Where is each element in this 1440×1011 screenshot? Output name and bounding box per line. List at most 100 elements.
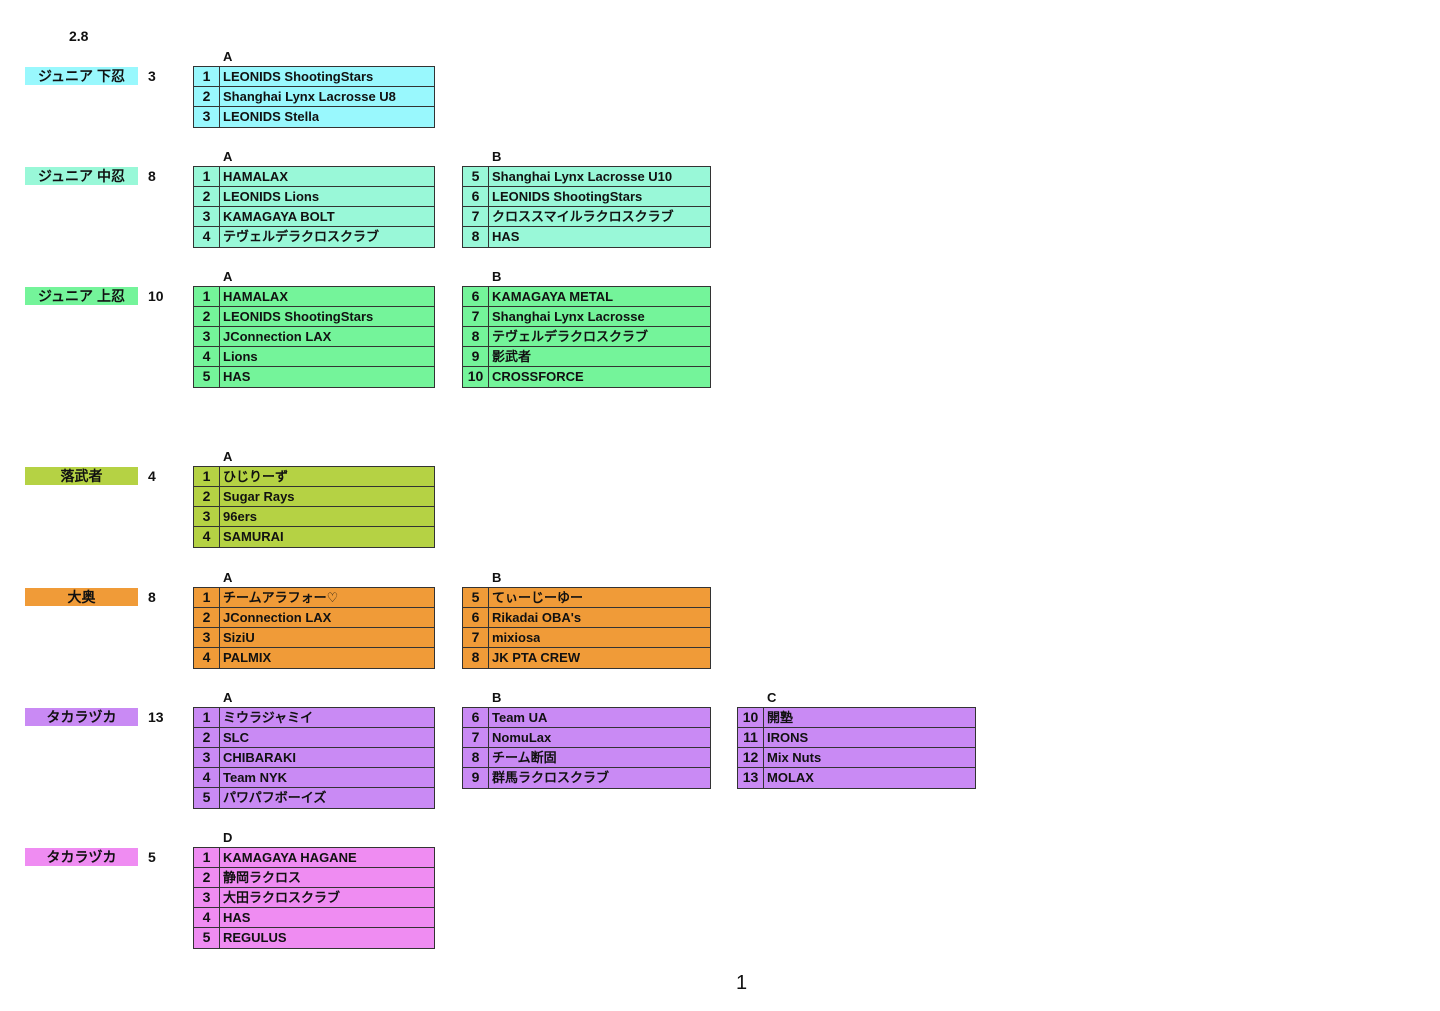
team-number: 2 <box>194 608 220 627</box>
team-number: 7 <box>463 628 489 647</box>
team-number: 1 <box>194 287 220 306</box>
pool-letter: B <box>492 570 502 585</box>
team-name: Team NYK <box>223 770 288 785</box>
team-name: パワパフボーイズ <box>223 790 327 805</box>
pool-letter: A <box>223 269 233 284</box>
team-number: 4 <box>194 648 220 668</box>
group-count: 3 <box>148 68 156 84</box>
team-number: 5 <box>194 788 220 808</box>
team-number: 9 <box>463 768 489 788</box>
team-number: 8 <box>463 748 489 767</box>
team-name: HAS <box>492 229 520 244</box>
team-name: Lions <box>223 349 258 364</box>
team-name: IRONS <box>767 730 809 745</box>
group-label: 大奥 <box>25 588 138 606</box>
team-name: KAMAGAYA METAL <box>492 289 614 304</box>
team-number: 7 <box>463 728 489 747</box>
group-label: ジュニア 上忍 <box>25 287 138 305</box>
team-number: 4 <box>194 768 220 787</box>
team-name: SLC <box>223 730 249 745</box>
team-name: JConnection LAX <box>223 329 332 344</box>
team-number: 1 <box>194 708 220 727</box>
team-name: 96ers <box>223 509 257 524</box>
team-name: JConnection LAX <box>223 610 332 625</box>
team-name: テヴェルデラクロスクラブ <box>492 329 649 344</box>
team-name: 影武者 <box>492 349 532 364</box>
team-number: 2 <box>194 728 220 747</box>
team-number: 9 <box>463 347 489 366</box>
team-name: mixiosa <box>492 630 541 645</box>
team-name: 群馬ラクロスクラブ <box>492 770 610 785</box>
team-name: LEONIDS ShootingStars <box>223 69 374 84</box>
pool-letter: D <box>223 830 233 845</box>
team-name: Mix Nuts <box>767 750 822 765</box>
team-number: 4 <box>194 908 220 927</box>
team-number: 8 <box>463 227 489 247</box>
team-number: 10 <box>738 708 764 727</box>
group-count: 8 <box>148 589 156 605</box>
team-name: NomuLax <box>492 730 552 745</box>
team-number: 5 <box>463 588 489 607</box>
group-label: ジュニア 下忍 <box>25 67 138 85</box>
group-count: 8 <box>148 168 156 184</box>
team-name: 開塾 <box>767 710 794 725</box>
team-number: 3 <box>194 207 220 226</box>
team-name: ひじりーず <box>223 469 289 484</box>
team-name: 静岡ラクロス <box>223 870 302 885</box>
team-number: 6 <box>463 708 489 727</box>
team-number: 4 <box>194 527 220 547</box>
team-name: MOLAX <box>767 770 814 785</box>
team-number: 3 <box>194 628 220 647</box>
date-label: 2.8 <box>69 28 89 44</box>
pool-letter: A <box>223 449 233 464</box>
pool-letter: B <box>492 149 502 164</box>
team-number: 2 <box>194 307 220 326</box>
team-number: 5 <box>463 167 489 186</box>
group-label: ジュニア 中忍 <box>25 167 138 185</box>
team-number: 7 <box>463 307 489 326</box>
team-name: Team UA <box>492 710 548 725</box>
team-number: 5 <box>194 367 220 387</box>
team-name: HAMALAX <box>223 289 288 304</box>
team-number: 4 <box>194 227 220 247</box>
team-name: Rikadai OBA's <box>492 610 582 625</box>
team-name: LEONIDS ShootingStars <box>492 189 643 204</box>
team-name: SAMURAI <box>223 529 284 544</box>
